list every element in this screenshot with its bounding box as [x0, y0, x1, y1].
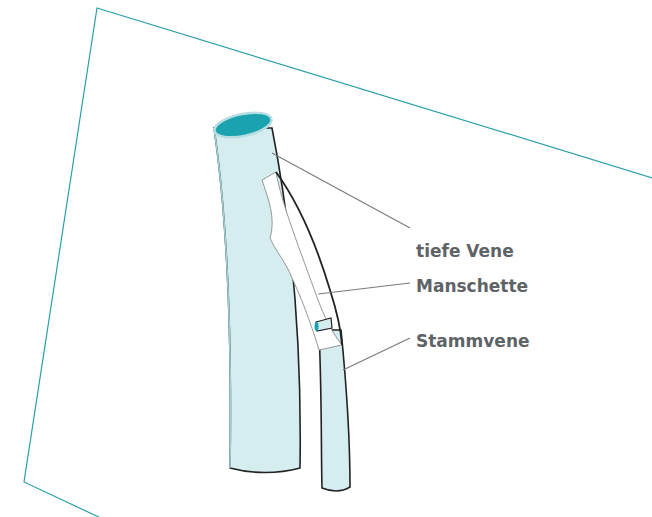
part-label: Stammvene	[416, 331, 530, 351]
part-label: Manschette	[416, 276, 528, 296]
cuff-outline	[276, 172, 342, 345]
cuff	[262, 172, 342, 350]
deep-vein	[214, 128, 300, 473]
side-branch	[316, 318, 332, 331]
leader-line	[343, 338, 410, 370]
vein-opening	[212, 108, 273, 142]
side-branch-opening	[315, 322, 319, 331]
part-label: tiefe Vene	[416, 241, 514, 261]
frame-outline	[24, 8, 652, 517]
leader-line	[318, 283, 410, 294]
leader-line	[272, 153, 410, 228]
stem-vein	[319, 330, 350, 491]
deep-vein-left-edge	[214, 128, 230, 468]
